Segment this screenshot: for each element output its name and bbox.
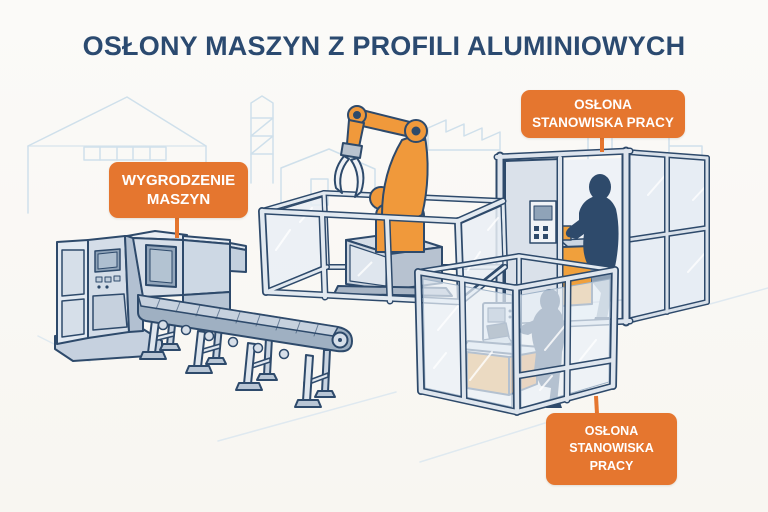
callout-line: STANOWISKA PRACY <box>569 441 654 473</box>
frame-rails <box>624 149 710 324</box>
callout-workstation-guard-upper: OSŁONA STANOWISKA PRACY <box>521 90 685 138</box>
callout-line: WYGRODZENIE <box>121 171 236 189</box>
robot-safety-fence-front <box>258 197 508 306</box>
callout-line: OSŁONA <box>584 423 639 438</box>
callout-line: OSŁONA <box>574 97 632 113</box>
robot-gripper <box>333 142 365 198</box>
enclosure-glass-panel <box>422 278 513 408</box>
machine-control-buttons <box>95 275 121 289</box>
roller-conveyor <box>137 294 353 408</box>
leader-lines <box>175 136 604 415</box>
callout-line: MASZYN <box>146 191 211 208</box>
page-title: OSŁONY MASZYN Z PROFILI ALUMINIOWYCH <box>82 31 686 61</box>
cnc-machine <box>54 230 247 362</box>
conveyor-rollers <box>157 319 290 360</box>
leader-line-guard-lower <box>594 395 599 415</box>
callout-line: STANOWISKA PRACY <box>532 115 674 130</box>
callout-workstation-guard-lower: OSŁONA STANOWISKA PRACY <box>546 413 677 485</box>
frame-rails <box>414 266 619 416</box>
callout-machine-fencing: WYGRODZENIE MASZYN <box>109 162 248 218</box>
control-panel <box>529 200 557 244</box>
workstation-enclosure-front <box>414 253 619 416</box>
workstation-enclosure-back <box>493 146 710 332</box>
industrial-robot-arm <box>333 105 429 253</box>
